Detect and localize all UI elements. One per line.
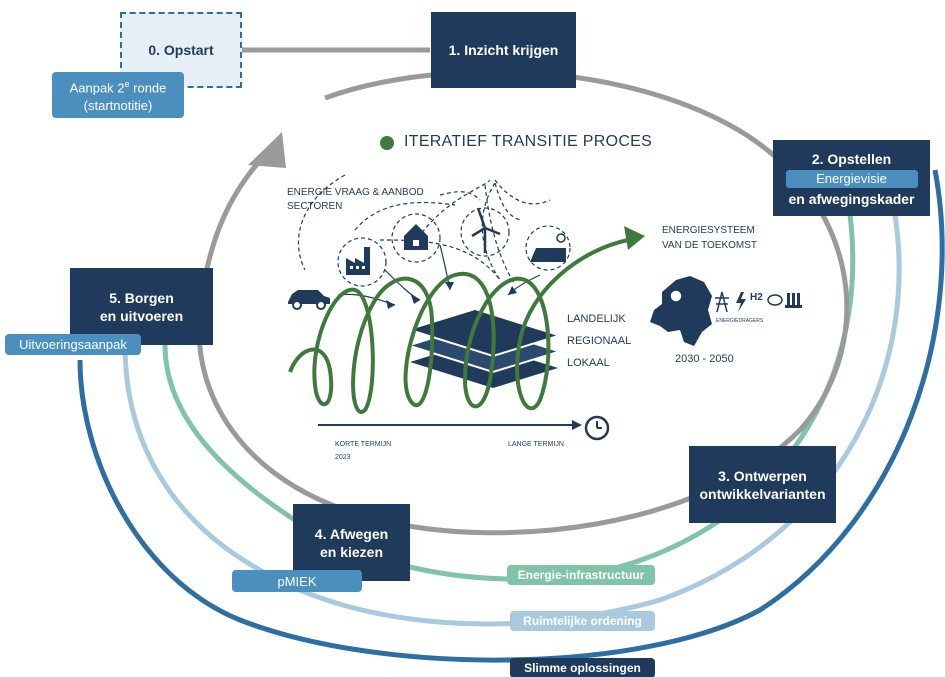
clock-icon [584, 415, 610, 441]
supply-arc-3 [379, 239, 501, 281]
years-label: 2030 - 2050 [675, 353, 734, 365]
step-4-line2: en kiezen [319, 543, 384, 560]
uitvoeringsaanpak-tag[interactable]: Uitvoeringsaanpak [5, 334, 141, 355]
aanpak-tag[interactable]: Aanpak 2e ronde (startnotitie) [52, 72, 184, 118]
step-0-label: 0. Opstart [148, 42, 214, 58]
pylon-icon [715, 291, 729, 313]
step-1-label: 1. Inzicht krijgen [448, 42, 559, 58]
netherlands-map [650, 276, 712, 346]
transition-spiral [288, 238, 629, 414]
process-title: ITERATIEF TRANSITIE PROCES [404, 133, 653, 150]
location-pin-icon [669, 289, 683, 303]
step-3-box[interactable]: 3. Ontwerpen ontwikkelvarianten [689, 446, 836, 523]
radiator-icon [785, 293, 802, 308]
step-5-line1: 5. Borgen [109, 289, 174, 306]
energy-carriers-label: ENERGIEDRAGERS [716, 318, 764, 324]
demand-arc-1 [297, 174, 346, 271]
wind-turbine-icon [460, 207, 510, 257]
step-2-line2: en afwegingskader [788, 191, 915, 207]
ruimtelijke-ordening-track [122, 214, 902, 627]
title-bullet [380, 136, 394, 150]
short-term-year: 2023 [335, 454, 351, 461]
heat-icon [767, 294, 783, 306]
future-label-line1: ENERGIESYSTEEM [662, 225, 755, 236]
factory-arrow [384, 269, 421, 301]
step-2-line1: 2. Opstellen [811, 151, 892, 167]
cycle-arrowhead [248, 132, 286, 168]
step-4-line1: 4. Afwegen [314, 525, 389, 542]
car-icon [288, 290, 330, 310]
solar-panel-icon [525, 225, 571, 271]
wind-arc [494, 182, 521, 221]
factory-icon [337, 237, 387, 287]
aanpak-line2: (startnotitie) [83, 98, 153, 114]
pmiek-tag[interactable]: pMIEK [232, 570, 362, 592]
step-3-line2: ontwikkelvarianten [699, 485, 826, 502]
supply-arc-1 [439, 191, 481, 201]
supply-arc-2 [484, 184, 516, 286]
ruimtelijke-ordening-label[interactable]: Ruimtelijke ordening [510, 611, 655, 631]
sectors-label-line1: ENERGIE VRAAG & AANBOD [287, 187, 424, 198]
incoming-dash [481, 182, 501, 281]
step-5-box[interactable]: 5. Borgen en uitvoeren [70, 268, 213, 345]
energievisie-tag: Energievisie [785, 170, 918, 188]
future-label-line2: VAN DE TOEKOMST [662, 240, 758, 251]
energie-infrastructuur-track [162, 214, 856, 582]
energie-infrastructuur-label[interactable]: Energie-infrastructuur [507, 565, 655, 585]
h2-label: H2 [750, 292, 763, 303]
spiral-arrowhead [624, 226, 645, 250]
step-1-box[interactable]: 1. Inzicht krijgen [431, 12, 576, 88]
aanpak-line1: Aanpak 2e ronde [69, 78, 167, 96]
slimme-oplossingen-track [77, 169, 945, 663]
layer-label-landelijk: LANDELIJK [567, 313, 626, 325]
step-5-line2: en uitvoeren [99, 307, 184, 324]
long-term-label: LANGE TERMIJN [508, 441, 564, 448]
sectors-label-line2: SECTOREN [287, 201, 343, 212]
demand-arc-3 [494, 179, 551, 205]
step-4-box[interactable]: 4. Afwegen en kiezen [293, 504, 410, 581]
lightning-icon [736, 292, 746, 312]
layer-label-lokaal: LOKAAL [567, 357, 610, 369]
step-2-box[interactable]: 2. Opstellen Energievisie en afwegingska… [773, 140, 930, 216]
step-3-line1: 3. Ontwerpen [718, 467, 807, 484]
slimme-oplossingen-label[interactable]: Slimme oplossingen [510, 658, 655, 677]
layer-label-regionaal: REGIONAAL [567, 335, 632, 347]
house-icon [391, 213, 441, 263]
short-term-label: KORTE TERMIJN [335, 441, 392, 448]
